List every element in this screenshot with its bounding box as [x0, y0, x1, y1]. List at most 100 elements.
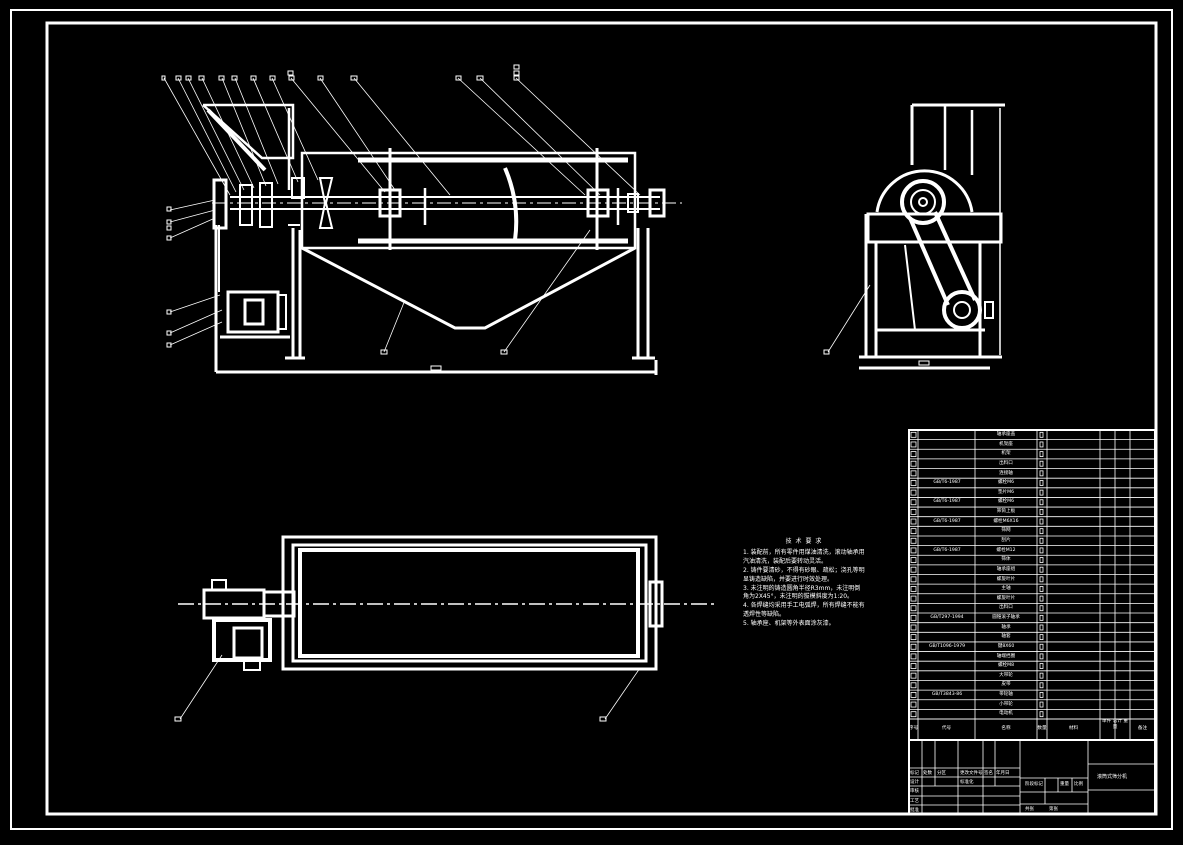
bom-row: 螺旋叶片 — [909, 594, 1155, 604]
bom-header-qty: 数量 — [1037, 726, 1047, 731]
bom-cell-name: 轴承 — [1001, 624, 1011, 630]
bom-cell-name: 出料口 — [999, 605, 1013, 611]
bom-cell-name: 皮带 — [1001, 682, 1011, 688]
bom-cell-std: GB/T1096-1979 — [928, 643, 966, 649]
bom-qty-marker — [1039, 557, 1044, 563]
bom-qty-marker — [1039, 518, 1044, 525]
bom-row-marker — [910, 508, 917, 515]
bom-qty-marker — [1039, 595, 1044, 602]
requirement-item: 1. 装配前，所有零件用煤油清洗，滚动轴承用汽油清洗，装配后要转动灵活。 — [743, 548, 865, 565]
bom-cell-std — [919, 526, 975, 536]
requirement-item: 5. 轴承座、机架等外表面涂灰漆。 — [743, 620, 835, 628]
bom-header-material: 材料 — [1068, 726, 1079, 731]
bom-cell-note — [1047, 623, 1100, 633]
bom-cell-name: 刮片 — [1001, 537, 1011, 543]
bom-row-marker — [910, 441, 917, 448]
bom-row-marker — [910, 595, 917, 602]
bom-cell-std — [919, 565, 975, 575]
bom-cell-note — [1047, 565, 1100, 575]
bom-qty-marker — [1039, 586, 1044, 592]
requirement-item: 2. 铸件要清砂，不得有砂眼、疏松；浇孔等明显铸造缺陷，并要进行时效处理。 — [743, 566, 865, 583]
bom-row-marker — [910, 518, 917, 525]
tb-label: 分区 — [937, 771, 946, 776]
outer-border — [10, 9, 1173, 830]
bom-qty-marker — [1039, 692, 1044, 698]
bom-cell-std — [919, 507, 975, 517]
bom-cell-name: 圆锥滚子轴承 — [992, 615, 1020, 621]
side-view-leader — [823, 284, 930, 366]
bom-cell-std — [919, 632, 975, 642]
bom-header-std: 代号 — [941, 726, 952, 731]
inner-border — [45, 21, 1158, 816]
bom-qty-marker — [1039, 624, 1044, 631]
bom-row-marker — [910, 624, 917, 631]
bom-qty-marker — [1039, 508, 1044, 515]
bom-cell-name: 螺栓M6 — [997, 499, 1015, 505]
bom-qty-marker — [1039, 566, 1044, 573]
bom-cell-name: 螺栓M12 — [996, 547, 1016, 553]
bom-cell-note — [1047, 613, 1100, 623]
bom-row-marker — [910, 682, 917, 689]
bom-cell-name: 键8X60 — [997, 643, 1015, 649]
tb-label: 第张 — [1049, 807, 1058, 812]
bom-qty-marker — [1039, 711, 1044, 718]
bom-row-marker — [910, 663, 917, 669]
bom-cell-name: 机架 — [1001, 451, 1011, 457]
tb-label: 设计 — [910, 780, 919, 785]
bom-row: 垫片M6 — [909, 488, 1155, 498]
bom-header-name: 名称 — [1001, 726, 1011, 731]
bom-cell-note — [1047, 584, 1100, 594]
bom-cell-note — [1047, 469, 1100, 479]
bom-cell-std — [919, 555, 975, 565]
side-view — [859, 103, 1005, 370]
bom-cell-std: GB/T297-1994 — [930, 615, 964, 621]
bom-row-marker — [910, 480, 917, 486]
bom-header-weight: 单件 总计 重量 — [1102, 719, 1128, 729]
bom-qty-marker — [1039, 653, 1044, 660]
bom-cell-name: 筛筒上板 — [996, 509, 1016, 515]
bom-cell-name: 螺旋叶片 — [996, 595, 1016, 601]
technical-requirements-title: 技 术 要 求 — [785, 538, 823, 545]
tb-label: 标记 — [910, 771, 919, 776]
bom-cell-note — [1047, 652, 1100, 662]
bom-cell-std — [919, 449, 975, 459]
bom-row: 小带轮 — [909, 700, 1155, 710]
bom-cell-note — [1047, 546, 1100, 556]
bom-row-marker — [910, 547, 917, 554]
bom-row-marker — [910, 499, 917, 506]
bom-cell-std — [919, 623, 975, 633]
bom-row-marker — [910, 489, 917, 496]
bom-row: 轴承座盖 — [909, 430, 1155, 440]
bom-cell-note — [1047, 459, 1100, 469]
tb-label: 重量 — [1060, 782, 1069, 787]
bom-row-marker — [910, 614, 917, 621]
bom-cell-note — [1047, 517, 1100, 527]
tb-label: 审核 — [910, 789, 919, 794]
bom-cell-note — [1047, 488, 1100, 498]
bom-cell-name: 带轮轴 — [999, 692, 1013, 698]
bom-cell-note — [1047, 700, 1100, 710]
bom-row: 螺旋叶片 — [909, 575, 1155, 585]
bom-cell-std — [919, 469, 975, 479]
bom-cell-std — [919, 488, 975, 498]
bom-row: GB/T297-1994 圆锥滚子轴承 — [909, 613, 1155, 623]
bom-qty-marker — [1039, 663, 1044, 669]
bom-qty-marker — [1039, 470, 1044, 477]
bom-row-marker — [910, 701, 917, 708]
bom-qty-marker — [1039, 682, 1044, 689]
bom-qty-marker — [1039, 634, 1044, 641]
bom-row: 出料口 — [909, 603, 1155, 613]
bom-cell-std: GB/T3843-86 — [931, 692, 963, 698]
tb-label: 更改文件号 — [960, 771, 983, 776]
drawing-title: 滚筒式筛分机 — [1097, 774, 1128, 780]
front-view — [202, 103, 682, 375]
bom-row-marker — [910, 692, 917, 698]
bom-cell-name: 垫片M6 — [997, 489, 1015, 495]
bom-row-marker — [910, 586, 917, 592]
bom-qty-marker — [1039, 643, 1044, 650]
bom-cell-name: 出料口 — [999, 460, 1013, 466]
bom-header: 序号 代号 名称 数量 材料 单件 总计 重量 备注 — [909, 719, 1155, 740]
